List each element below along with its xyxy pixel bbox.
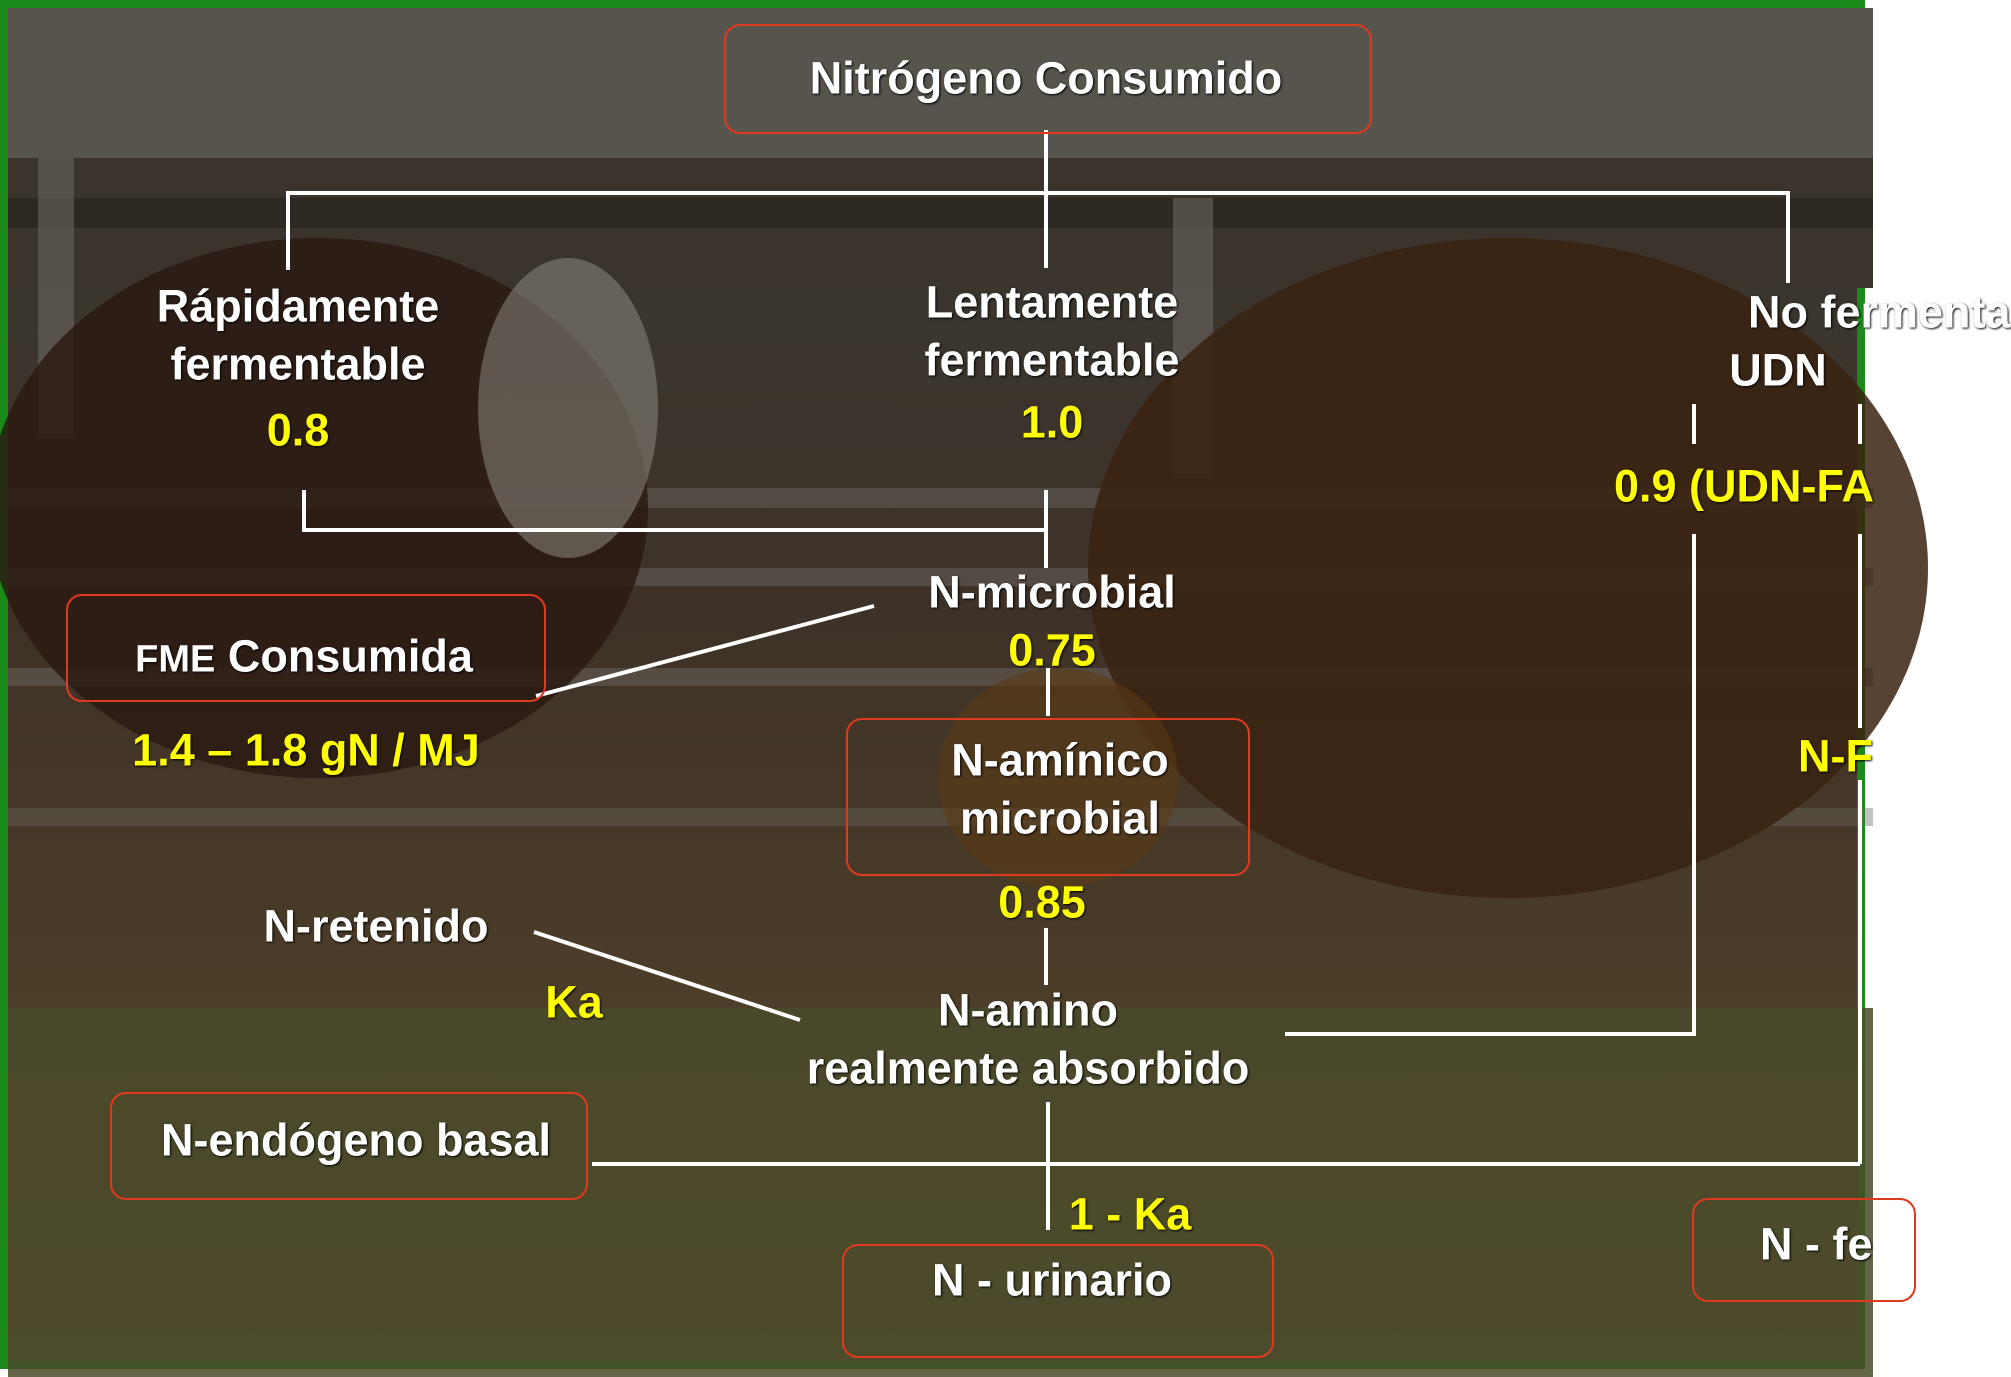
n-urinario-box (842, 1244, 1274, 1358)
nonferm-line1: No fermenta (1748, 286, 2011, 338)
fme-label: FME Consumida (135, 634, 473, 679)
title-label: Nitrógeno Consumido (809, 52, 1283, 104)
ka-label: Ka (545, 976, 603, 1028)
connector-retenido-to-absorbed (533, 930, 801, 1022)
slow-line1: Lentamente (925, 276, 1179, 328)
slow-value: 1.0 (1020, 396, 1084, 448)
n-amino-abs-line2: realmente absorbido (806, 1042, 1250, 1094)
n-endogeno-label: N-endógeno basal (160, 1114, 552, 1166)
n-fecal-box (1692, 1198, 1916, 1302)
fme-label-rest: Consumida (215, 630, 473, 682)
n-aminico-line2: microbial (959, 792, 1161, 844)
n-aminico-line1: N-amínico (951, 734, 1169, 786)
rapid-value: 0.8 (266, 404, 330, 456)
fme-box (66, 594, 546, 702)
title-box (724, 24, 1372, 134)
connector-top-branches (286, 191, 1790, 283)
fme-value: 1.4 – 1.8 gN / MJ (132, 724, 480, 776)
n-f-partial-label: N-F (1798, 730, 1873, 782)
n-endogeno-box (110, 1092, 588, 1200)
n-aminico-box (846, 718, 1250, 876)
n-microbial-label: N-microbial (928, 566, 1176, 618)
n-amino-abs-line1: N-amino (938, 984, 1118, 1036)
n-fe-partial-label: N - fe (1760, 1218, 1873, 1270)
connector-udn-to-absorbed (1285, 534, 1696, 1036)
nonferm-line2: UDN (1729, 344, 1827, 396)
rapid-line2: fermentable (170, 338, 426, 390)
connector-rapid-slow-merge (302, 490, 1046, 532)
connector-lines (286, 130, 1862, 1230)
fme-label-prefix: FME (135, 638, 216, 681)
n-urinario-label: N - urinario (931, 1254, 1173, 1306)
slow-line2: fermentable (924, 334, 1180, 386)
nonferm-value: 0.9 (UDN-FA (1614, 460, 1875, 512)
n-retenido-label: N-retenido (263, 900, 489, 952)
background-photo (0, 8, 1928, 1377)
rapid-line1: Rápidamente (156, 280, 440, 332)
connector-fme-to-microbial (535, 604, 875, 698)
n-aminico-value: 0.85 (998, 876, 1086, 928)
one-minus-ka-label: 1 - Ka (1068, 1188, 1192, 1240)
n-microbial-value: 0.75 (1008, 624, 1096, 676)
